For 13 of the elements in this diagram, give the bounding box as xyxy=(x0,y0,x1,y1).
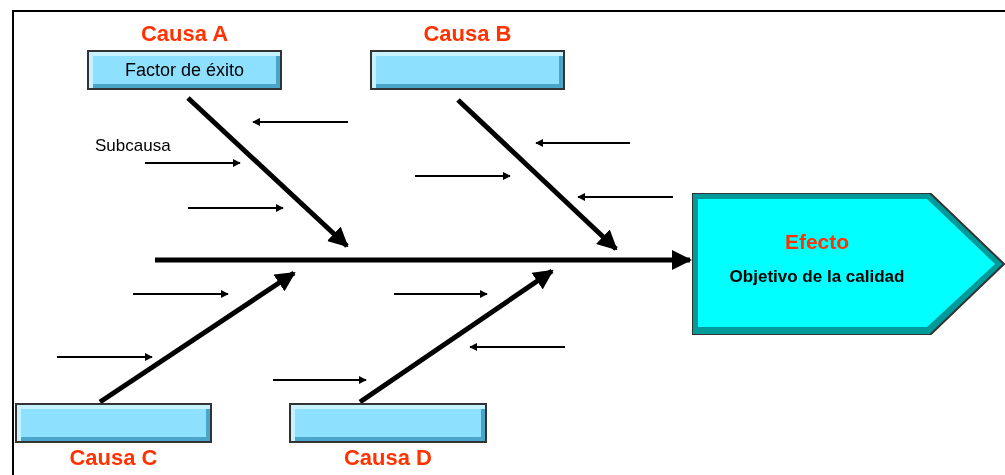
subcause-label: Subcausa xyxy=(95,136,171,156)
cause-heading: Causa D xyxy=(342,446,433,470)
effect-heading: Efecto xyxy=(783,230,851,254)
effect-text: Objetivo de la calidad xyxy=(728,267,906,287)
spine-arrow xyxy=(155,250,692,270)
factor-text: Factor de éxito xyxy=(124,59,245,81)
bone-arrow xyxy=(186,96,349,248)
bone-arrow xyxy=(456,98,618,251)
bone-arrow xyxy=(98,270,296,405)
cause-heading: Causa A xyxy=(139,22,230,46)
cause-heading: Causa B xyxy=(422,22,513,46)
cause-heading: Causa C xyxy=(68,446,159,470)
bone-arrow xyxy=(358,268,554,405)
